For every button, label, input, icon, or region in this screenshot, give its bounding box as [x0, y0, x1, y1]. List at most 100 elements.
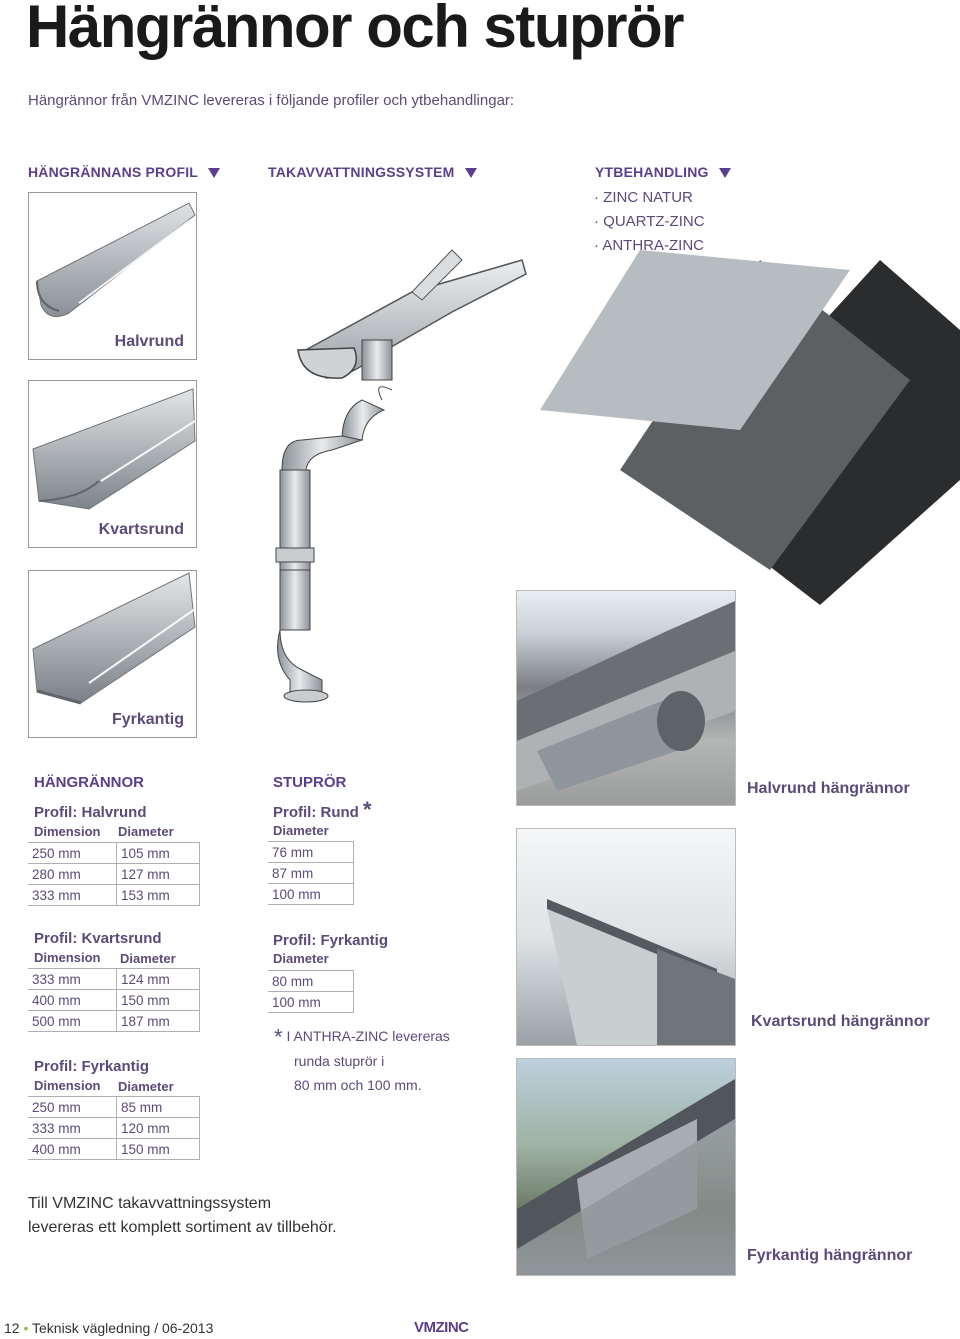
fyrkantig-gutter-image	[32, 572, 196, 705]
photo-halvrund	[516, 590, 736, 806]
page-title: Hängrännor och stuprör	[26, 0, 685, 60]
kvartsrund-photo-illustration	[547, 899, 735, 1045]
cell-diameter: 120 mm	[116, 1117, 200, 1139]
profile-fyrkantig-title: Profil: Fyrkantig	[34, 1058, 150, 1075]
header-yt-label: YTBEHANDLING	[595, 164, 709, 180]
cell-diameter: 105 mm	[116, 842, 200, 864]
table-row: 87 mm	[268, 862, 354, 884]
stupror-note: * I ANTHRA-ZINC levereras runda stuprör …	[274, 1024, 450, 1097]
cell-dimension: 280 mm	[28, 863, 117, 885]
cell-diameter: 150 mm	[116, 1138, 200, 1160]
vmzinc-logo: VMZINC	[414, 1319, 469, 1336]
yt-item: · ZINC NATUR	[594, 189, 693, 206]
profile-label: Kvartsrund	[98, 521, 184, 538]
surface-swatches	[540, 250, 960, 605]
profile-halvrund-title: Profil: Halvrund	[34, 804, 147, 821]
footer: 12 • Teknisk vägledning / 06-2013	[4, 1320, 213, 1336]
header-system-label: TAKAVVATTNINGSSYSTEM	[268, 164, 455, 180]
cell-dimension: 333 mm	[28, 968, 117, 990]
note-line-text: I ANTHRA-ZINC levereras	[286, 1028, 450, 1044]
triangle-down-icon	[464, 168, 477, 179]
page-number: 12	[4, 1320, 20, 1336]
note-line: 80 mm och 100 mm.	[294, 1077, 422, 1094]
profile-card-fyrkantig: Fyrkantig	[28, 570, 197, 738]
cell-diameter: 87 mm	[268, 862, 354, 884]
section-hangrannor: HÄNGRÄNNOR	[34, 774, 144, 791]
col-diameter: Diameter	[118, 1079, 174, 1094]
asterisk-mark: *	[363, 797, 372, 822]
swatch-quartz-zinc	[620, 260, 910, 570]
col-dimension: Dimension	[34, 950, 101, 965]
yt-item: · ANTHRA-ZINC	[594, 237, 704, 254]
cell-dimension: 333 mm	[28, 1117, 117, 1139]
photo-kvartsrund	[516, 828, 736, 1046]
fyrkantig-photo-illustration	[517, 1079, 735, 1275]
asterisk-mark: *	[274, 1024, 283, 1050]
table-row: 100 mm	[268, 991, 354, 1013]
accessories-line: Till VMZINC takavvattningssystem	[28, 1195, 272, 1212]
cell-diameter: 100 mm	[268, 991, 354, 1013]
cell-diameter: 80 mm	[268, 970, 354, 992]
cell-diameter: 187 mm	[116, 1010, 200, 1032]
col-diameter: Diameter	[273, 951, 329, 966]
footer-bullet: •	[23, 1320, 29, 1336]
col-diameter: Diameter	[120, 951, 176, 966]
cell-dimension: 400 mm	[28, 989, 117, 1011]
yt-item: · QUARTZ-ZINC	[594, 213, 705, 230]
swatch-zinc-natur	[540, 250, 850, 430]
kvartsrund-gutter-image	[32, 388, 196, 510]
triangle-down-icon	[208, 168, 221, 179]
cell-diameter: 153 mm	[116, 884, 200, 906]
accessories-note: Till VMZINC takavvattningssystem leverer…	[28, 1192, 337, 1240]
cell-diameter: 150 mm	[116, 989, 200, 1011]
profile-label: Halvrund	[114, 333, 184, 350]
cell-dimension: 500 mm	[28, 1010, 117, 1032]
photo-fyrkantig	[516, 1058, 736, 1276]
accessories-line: levereras ett komplett sortiment av till…	[28, 1219, 337, 1236]
profile-label: Fyrkantig	[111, 711, 184, 728]
yt-list: · ZINC NATUR · QUARTZ-ZINC · ANTHRA-ZINC	[594, 186, 705, 258]
table-row: 80 mm	[268, 970, 354, 992]
cell-diameter: 85 mm	[116, 1096, 200, 1118]
table-row: 100 mm	[268, 883, 354, 905]
photo-caption-fyrkantig: Fyrkantig hängrännor	[747, 1247, 913, 1264]
cell-diameter: 100 mm	[268, 883, 354, 905]
profile-rund-label: Profil: Rund	[273, 804, 359, 821]
profile-fyrkantig-stupror-title: Profil: Fyrkantig	[273, 932, 389, 949]
cell-diameter: 127 mm	[116, 863, 200, 885]
cell-dimension: 400 mm	[28, 1138, 117, 1160]
section-stupror: STUPRÖR	[273, 774, 347, 791]
note-line: runda stuprör i	[294, 1053, 385, 1070]
photo-caption-kvartsrund: Kvartsrund hängrännor	[751, 1013, 930, 1030]
footer-text: Teknisk vägledning / 06-2013	[32, 1320, 214, 1336]
col-diameter: Diameter	[273, 823, 329, 838]
profile-card-halvrund: Halvrund	[28, 192, 197, 360]
cell-dimension: 333 mm	[28, 884, 117, 906]
profile-rund-title: Profil: Rund *	[273, 799, 372, 822]
table-stupror-fyrkantig: 80 mm 100 mm	[268, 970, 354, 1013]
table-stupror-rund: 76 mm 87 mm 100 mm	[268, 841, 354, 905]
halvrund-gutter-image	[36, 202, 196, 318]
header-yt: YTBEHANDLING	[595, 164, 731, 180]
cell-dimension: 250 mm	[28, 1096, 117, 1118]
header-profil: HÄNGRÄNNANS PROFIL	[28, 164, 221, 180]
cell-diameter: 124 mm	[116, 968, 200, 990]
triangle-down-icon	[718, 168, 731, 179]
profile-card-kvartsrund: Kvartsrund	[28, 380, 197, 548]
drainage-system-illustration	[275, 249, 527, 703]
header-profil-label: HÄNGRÄNNANS PROFIL	[28, 164, 199, 180]
table-row: 76 mm	[268, 841, 354, 863]
profile-kvartsrund-title: Profil: Kvartsrund	[34, 930, 162, 947]
col-dimension: Dimension	[34, 1078, 101, 1093]
cell-diameter: 76 mm	[268, 841, 354, 863]
header-system: TAKAVVATTNINGSSYSTEM	[268, 164, 477, 180]
